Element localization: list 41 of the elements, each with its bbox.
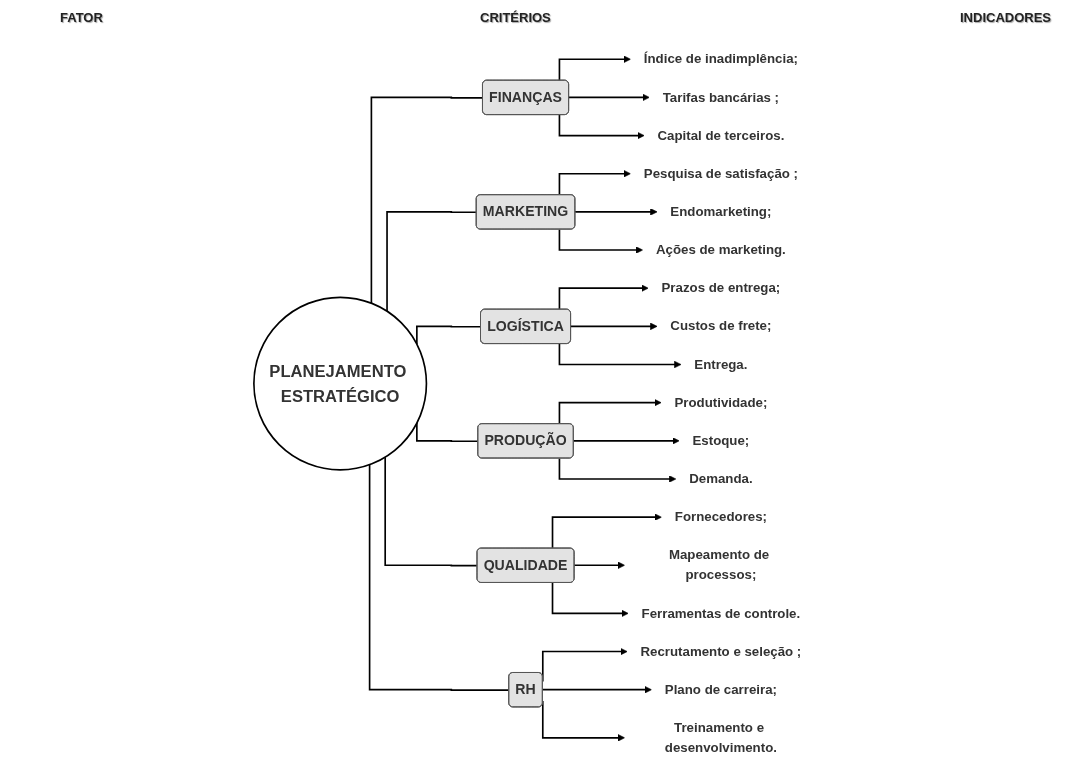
node-text: Produtividade;	[674, 395, 768, 410]
arrow	[572, 437, 680, 445]
arrow	[558, 343, 682, 369]
connector	[386, 211, 478, 312]
node-text: Tarifas bancárias ;	[662, 89, 780, 105]
node-text: Custos de frete;	[670, 318, 772, 333]
arrow	[568, 93, 650, 102]
node-text: Entrega.	[694, 357, 748, 372]
connector	[368, 463, 510, 691]
node-text: Pesquisa de satisfação ;	[643, 166, 798, 181]
node-text: Endomarketing;	[670, 204, 772, 219]
node-text: Treinamento e desenvolvimento.	[664, 720, 777, 755]
arrow	[558, 457, 677, 483]
arrow	[558, 228, 644, 254]
arrow	[558, 399, 662, 425]
node-text: Fornecedores;	[674, 509, 767, 524]
node-text: Prazos de entrega;	[661, 280, 781, 295]
node-text: Plano de carreira;	[664, 682, 777, 697]
arrow	[570, 322, 658, 330]
arrow	[558, 114, 645, 140]
node-circle: PLANEJAMENTO ESTRATÉGICO	[253, 296, 428, 471]
arrow	[558, 55, 631, 82]
node-text: Recrutamento e seleção ;	[640, 644, 802, 659]
node-text: Estoque;	[692, 433, 750, 448]
arrow	[558, 284, 649, 311]
node-text: Demanda.	[689, 471, 753, 486]
arrow	[541, 686, 652, 694]
arrow	[551, 582, 629, 618]
arrow	[551, 513, 662, 550]
connector	[370, 96, 484, 304]
node-text: Capital de terceiros.	[657, 128, 785, 143]
node-text: Índice de inadimplência;	[643, 51, 798, 66]
node-text: Ações de marketing.	[655, 242, 786, 257]
column-heading: FATOR	[60, 10, 103, 25]
column-heading: CRITÉRIOS	[480, 10, 551, 25]
column-heading: INDICADORES	[960, 10, 1051, 25]
node-text: Ferramentas de controle.	[641, 605, 801, 621]
arrow	[558, 170, 631, 196]
arrow	[574, 208, 658, 216]
node-text: Mapeamento de processos;	[668, 547, 770, 582]
arrow	[573, 561, 625, 569]
